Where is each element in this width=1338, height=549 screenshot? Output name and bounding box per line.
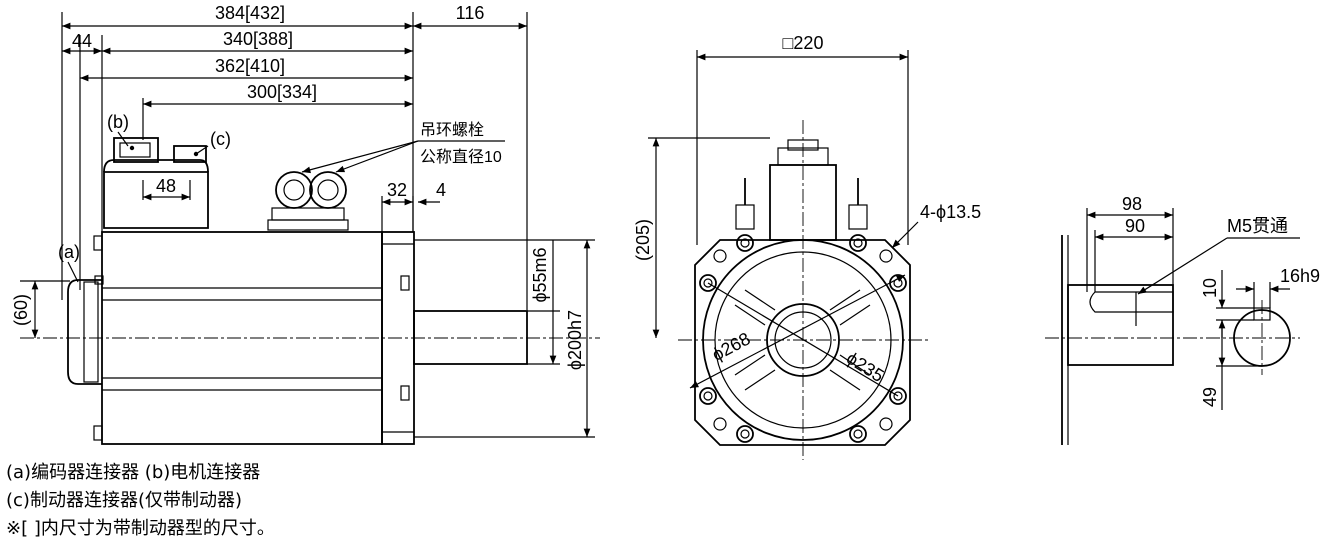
dim-overall-length: 384[432] <box>215 3 285 23</box>
dim-front-height: (205) <box>633 219 653 261</box>
dim-key-depth: 10 <box>1200 278 1220 298</box>
dim-length-300: 300[334] <box>247 82 317 102</box>
dim-length-340: 340[388] <box>223 29 293 49</box>
dim-encoder-height: (60) <box>11 294 31 326</box>
label-c: (c) <box>210 129 231 149</box>
dim-flange-size: □220 <box>783 33 824 53</box>
front-view: □220 (205) 4-ϕ13.5 <box>633 33 981 460</box>
dim-keyway-98: 98 <box>1122 194 1142 214</box>
dim-shaft-diameter: ϕ55m6 <box>530 247 550 302</box>
dim-keyway-90: 90 <box>1125 216 1145 236</box>
dim-mount-holes: 4-ϕ13.5 <box>920 202 981 222</box>
label-b: (b) <box>107 112 129 132</box>
dim-shoulder-4: 4 <box>436 180 446 200</box>
dim-spigot-diameter: ϕ200h7 <box>565 310 585 370</box>
legend-line-1: (a)编码器连接器 (b)电机连接器 <box>6 462 261 483</box>
dim-shoulder-32: 32 <box>387 180 407 200</box>
legend-line-3: ※[ ]内尺寸为带制动器型的尺寸。 <box>6 518 275 539</box>
side-view: 384[432] 116 44 340[388] 362[410] 300[33… <box>11 3 600 445</box>
label-a: (a) <box>58 242 80 262</box>
legend-line-2: (c)制动器连接器(仅带制动器) <box>6 490 242 511</box>
dim-shaft-height: 49 <box>1200 387 1220 407</box>
eyebolt-note-line1: 吊环螺栓 <box>420 121 484 139</box>
dim-flange-offset: 44 <box>72 31 92 51</box>
eyebolt-note-line2: 公称直径10 <box>420 148 502 166</box>
dim-shaft-length: 116 <box>456 3 485 23</box>
dim-length-362: 362[410] <box>215 56 285 76</box>
shaft-detail: 98 90 M5贯通 10 16h9 49 <box>1045 194 1320 445</box>
dim-key-width: 16h9 <box>1280 266 1320 286</box>
dim-connector-spacing: 48 <box>156 176 176 196</box>
thread-note: M5贯通 <box>1227 216 1288 236</box>
